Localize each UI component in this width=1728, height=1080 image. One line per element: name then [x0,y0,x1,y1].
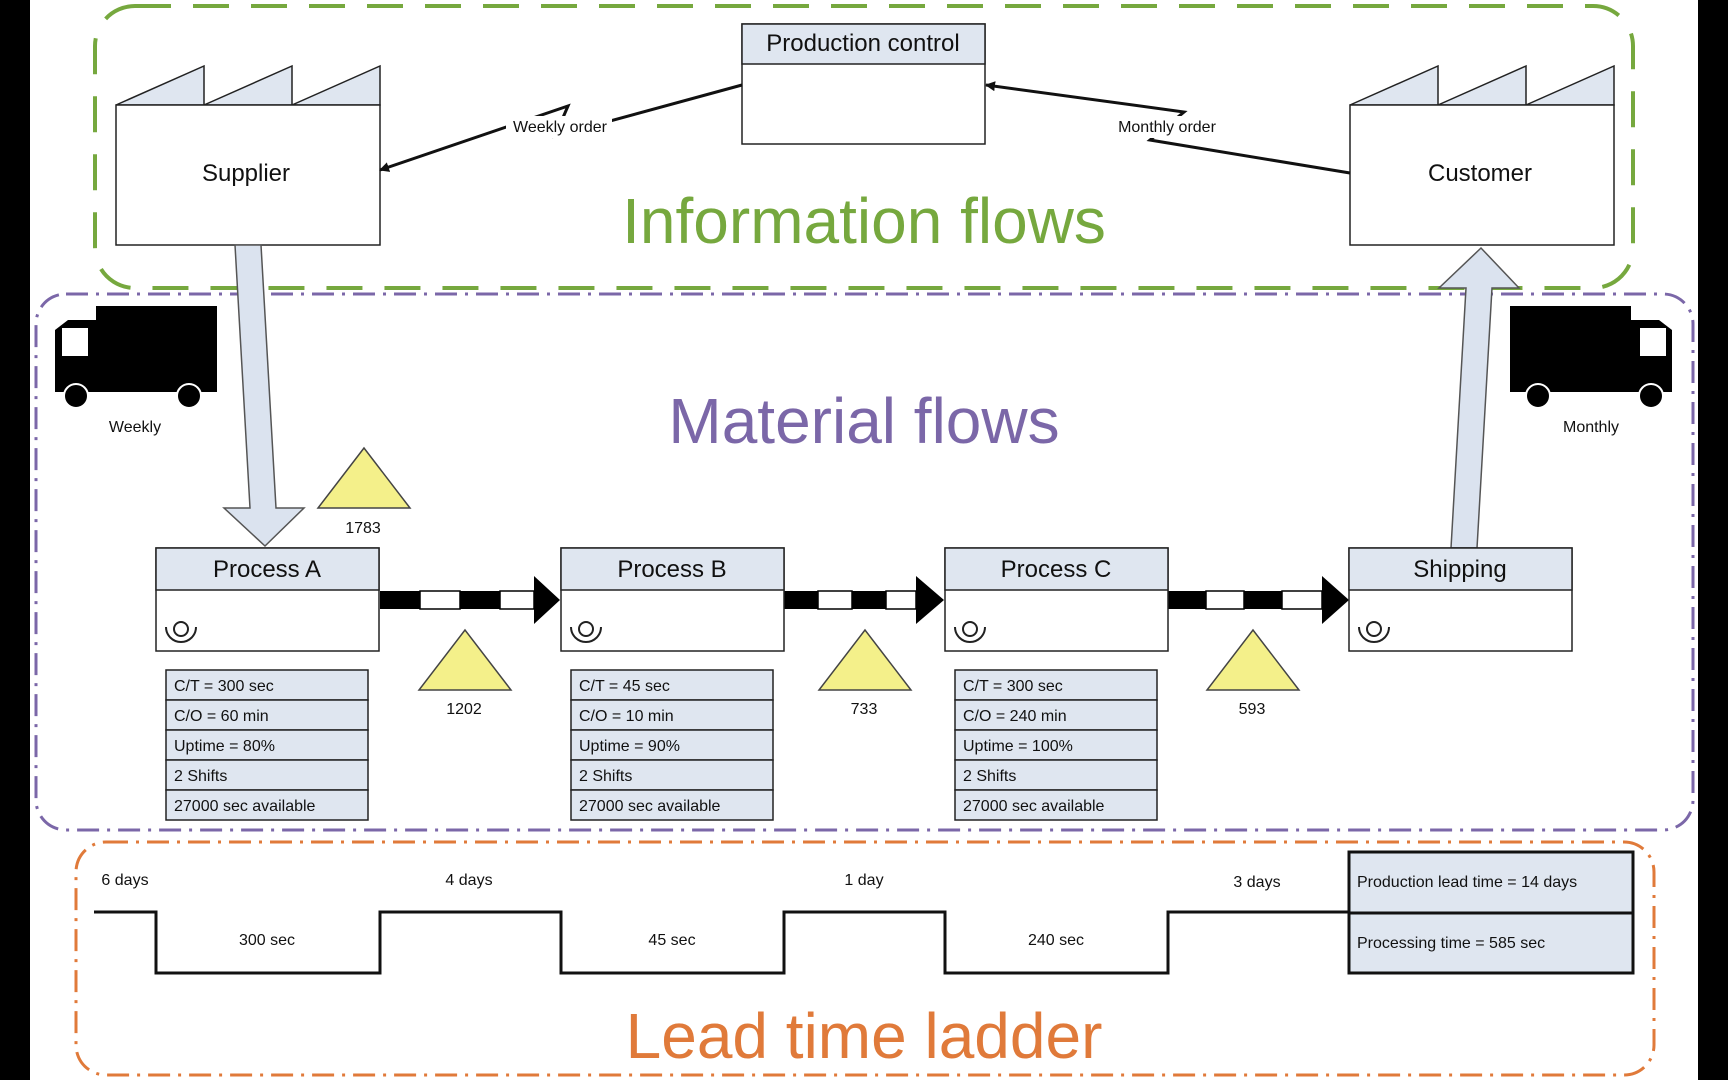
operator-icon [570,621,602,643]
inventory-count-1: 1783 [345,520,381,537]
process-b-cycle-time: C/T = 45 sec [579,678,670,695]
push-arrow-3 [1168,576,1349,624]
push-arrow-2 [784,576,944,624]
truck-right-icon [1510,306,1672,409]
supplier-factory: Supplier [115,64,381,246]
shipping-label: Shipping [1413,556,1506,583]
process-c-uptime: Uptime = 100% [963,738,1073,755]
process-c-available: 27000 sec available [963,798,1105,815]
shipping-box: Shipping [1348,547,1573,652]
process-c-changeover: C/O = 240 min [963,708,1067,725]
monthly-order-label-bg [1108,116,1226,138]
process-a-data-box: C/T = 300 sec C/O = 60 min Uptime = 80% … [165,669,369,821]
inventory-triangle-3 [817,628,913,691]
inventory-count-2: 1202 [446,701,482,718]
lead-time-ladder-title: Lead time ladder [626,1000,1103,1072]
supplier-label: Supplier [202,160,290,187]
production-control-label: Production control [766,30,959,57]
inventory-triangle-4 [1205,628,1301,691]
inventory-triangle-2 [417,628,513,691]
total-processing-time: Processing time = 585 sec [1357,935,1545,952]
operator-icon [1358,621,1390,643]
processing-time-3: 240 sec [1028,932,1084,949]
customer-factory: Customer [1349,64,1615,246]
process-b-uptime: Uptime = 90% [579,738,680,755]
process-b-available: 27000 sec available [579,798,721,815]
process-box-a: Process A [155,547,380,652]
lead-time-summary-box: Production lead time = 14 days Processin… [1347,850,1635,975]
process-c-cycle-time: C/T = 300 sec [963,678,1063,695]
processing-time-2: 45 sec [648,932,695,949]
customer-label: Customer [1428,160,1532,187]
material-flows-border [34,292,1695,832]
monthly-order-label: Monthly order [1118,119,1216,136]
material-flows-title: Material flows [668,385,1059,457]
inventory-count-3: 733 [851,701,878,718]
inventory-triangle-1 [316,446,412,509]
weekly-order-label: Weekly order [513,119,608,136]
lead-time-days-3: 1 day [844,872,883,889]
production-lead-time: Production lead time = 14 days [1357,874,1577,891]
operator-icon [165,621,197,643]
production-control-box: Production control [741,23,986,145]
customer-shipment-arrow [1437,246,1521,549]
processing-time-1: 300 sec [239,932,295,949]
process-a-uptime: Uptime = 80% [174,738,275,755]
process-b-shifts: 2 Shifts [579,768,632,785]
process-b-name: Process B [617,556,726,583]
lead-time-ladder-border [74,840,1656,1077]
lead-time-days-2: 4 days [445,872,492,889]
process-b-changeover: C/O = 10 min [579,708,674,725]
process-a-shifts: 2 Shifts [174,768,227,785]
truck-left-icon [55,306,217,409]
process-a-name: Process A [213,556,321,583]
process-box-c: Process C [944,547,1169,652]
push-arrow-1 [380,576,560,624]
process-box-b: Process B [560,547,785,652]
process-c-data-box: C/T = 300 sec C/O = 240 min Uptime = 100… [954,669,1158,821]
information-flows-title: Information flows [622,185,1106,257]
process-a-changeover: C/O = 60 min [174,708,269,725]
lead-time-ladder-line [94,910,1349,975]
truck-left-label: Weekly [109,419,161,436]
process-c-name: Process C [1001,556,1112,583]
information-flows-border [93,4,1635,290]
process-a-cycle-time: C/T = 300 sec [174,678,274,695]
lead-time-days-1: 6 days [101,872,148,889]
weekly-order-label-bg [506,116,612,138]
supplier-shipment-arrow [222,244,306,548]
inventory-count-4: 593 [1239,701,1266,718]
operator-icon [954,621,986,643]
process-a-available: 27000 sec available [174,798,316,815]
process-b-data-box: C/T = 45 sec C/O = 10 min Uptime = 90% 2… [570,669,774,821]
truck-right-label: Monthly [1563,419,1619,436]
process-c-shifts: 2 Shifts [963,768,1016,785]
lead-time-days-4: 3 days [1233,874,1280,891]
